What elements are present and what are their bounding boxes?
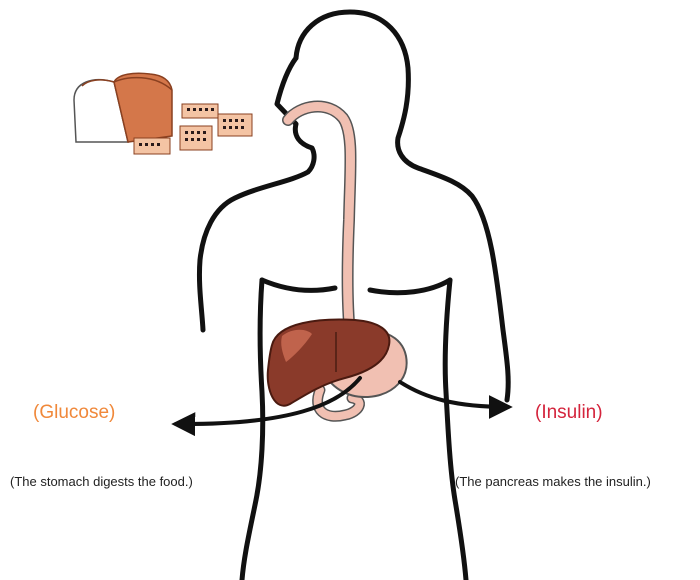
glucose-label: (Glucose)	[33, 402, 115, 424]
body-outline	[199, 12, 508, 580]
pancreas-caption: (The pancreas makes the insulin.)	[455, 474, 651, 489]
insulin-arrow	[400, 382, 508, 407]
bread-loaf-icon	[74, 73, 172, 142]
stomach-caption: (The stomach digests the food.)	[10, 474, 193, 489]
insulin-label: (Insulin)	[535, 402, 603, 424]
